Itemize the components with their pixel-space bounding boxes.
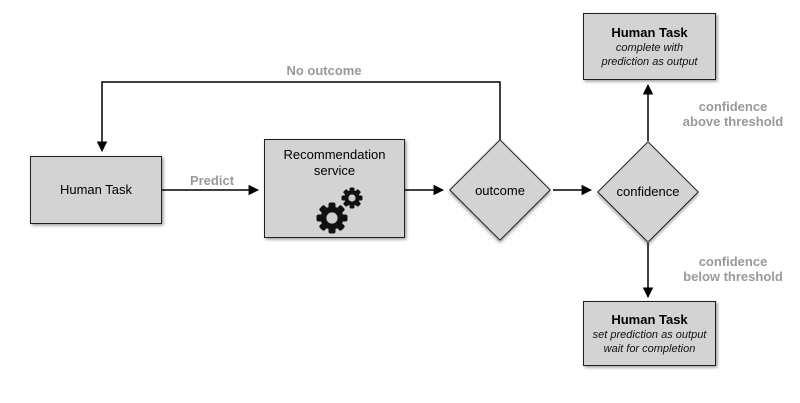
node-outcome-label: outcome (475, 183, 525, 198)
node-human-task-left-label: Human Task (59, 182, 132, 197)
subtitle-line: wait for completion (603, 342, 696, 355)
gear-small (341, 187, 362, 209)
node-human-task-top: Human Task complete with prediction as o… (583, 13, 716, 80)
subtitle-line: complete with (615, 41, 684, 54)
node-human-task-bottom: Human Task set prediction as output wait… (583, 301, 716, 366)
edge-label-confidence-above: confidence above threshold (668, 99, 798, 129)
node-human-task-left: Human Task (30, 156, 162, 224)
edge-label-line: below threshold (683, 269, 783, 284)
node-confidence-label: confidence (616, 184, 680, 199)
node-human-task-bottom-subtitle: set prediction as output wait for comple… (593, 328, 707, 356)
edge-label-predict: Predict (189, 173, 235, 188)
edge-label-no-outcome: No outcome (286, 63, 362, 78)
node-human-task-bottom-title: Human Task (611, 311, 688, 327)
node-human-task-top-subtitle: complete with prediction as output (601, 41, 697, 69)
gears-icon (316, 187, 362, 234)
gear-big (316, 202, 347, 234)
node-recommendation-service-label: Recommendation service (283, 147, 386, 178)
node-recommendation-service: Recommendation service (264, 139, 405, 238)
edge-label-confidence-below: confidence below threshold (668, 254, 798, 284)
subtitle-line: set prediction as output (592, 328, 707, 341)
edge-label-line: confidence (698, 254, 768, 269)
edge-label-line: above threshold (682, 114, 784, 129)
edge-label-line: confidence (698, 99, 768, 114)
subtitle-line: prediction as output (601, 55, 698, 68)
node-human-task-top-title: Human Task (611, 24, 688, 40)
